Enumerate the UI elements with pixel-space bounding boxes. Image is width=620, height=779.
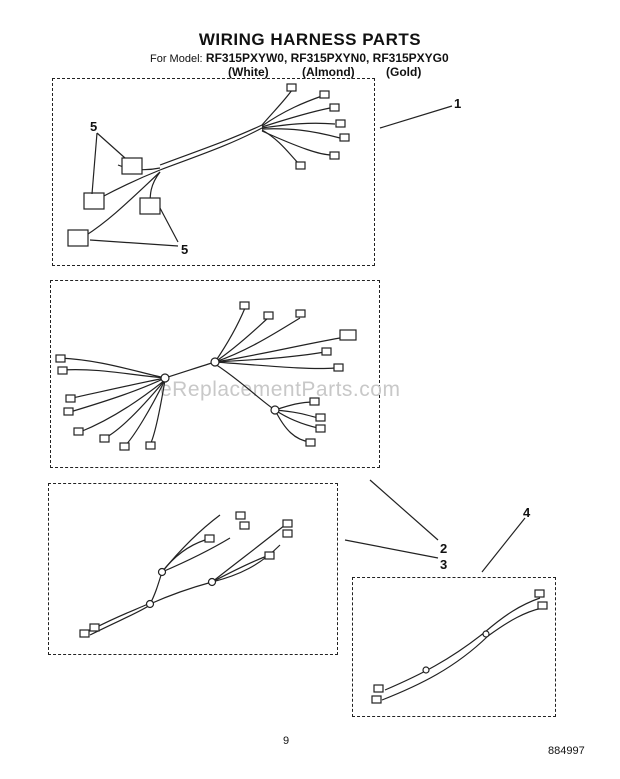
harness-2-terminal — [305, 438, 316, 447]
leader-lines — [89, 105, 526, 573]
color-almond: (Almond) — [302, 65, 355, 79]
watermark: eReplacementParts.com — [160, 378, 401, 401]
harness-2-plug — [339, 329, 357, 341]
harness-2-terminal — [333, 363, 344, 372]
harness-3-terminal — [235, 511, 246, 520]
harness-2-terminal — [57, 366, 68, 375]
color-white: (White) — [228, 65, 269, 79]
harness-2-terminal — [321, 347, 332, 356]
leader-line-5a-upper — [96, 132, 126, 159]
callout-5-lower: 5 — [181, 242, 189, 257]
callout-2: 2 — [440, 541, 448, 556]
harness-2-terminal — [145, 441, 156, 450]
harness-2-terminal — [263, 311, 274, 320]
callout-3: 3 — [440, 557, 448, 572]
harness-4-junction — [482, 630, 490, 638]
harness-2-terminal — [315, 413, 326, 422]
harness-3-junction — [207, 577, 217, 587]
document-number: 884997 — [548, 745, 585, 757]
harness-1-connector-block — [67, 229, 89, 247]
harness-4-terminal — [537, 601, 548, 610]
harness-3-terminal — [204, 534, 215, 543]
harness-2-junction — [270, 405, 280, 415]
harness-3-drawing — [79, 511, 293, 638]
harness-4-terminal — [371, 695, 382, 704]
callout-1: 1 — [454, 96, 462, 111]
harness-4-frame — [352, 577, 556, 717]
harness-3-terminal — [282, 519, 293, 528]
harness-2-terminal — [239, 301, 250, 310]
harness-3-junction — [157, 567, 167, 577]
harness-3-terminal — [79, 629, 90, 638]
harness-3-terminal — [282, 529, 293, 538]
leader-line-2 — [369, 479, 439, 541]
harness-1-terminal — [295, 161, 306, 170]
harness-1-terminal — [329, 103, 340, 112]
harness-2-junction — [160, 373, 170, 383]
harness-1-connector-block — [139, 197, 161, 215]
harness-2-terminal — [73, 427, 84, 436]
harness-1-drawing — [67, 83, 350, 247]
leader-line-5b-lower — [89, 239, 179, 247]
harness-2-drawing — [55, 301, 357, 451]
harness-2-junction — [210, 357, 220, 367]
harness-2-terminal — [65, 394, 76, 403]
harness-3-junction — [145, 599, 155, 609]
harness-4-drawing — [371, 589, 548, 704]
harness-2-terminal — [295, 309, 306, 318]
harness-3-terminal — [264, 551, 275, 560]
harness-1-frame — [52, 78, 375, 266]
leader-line-1 — [379, 105, 453, 129]
leader-line-5b-upper — [159, 207, 179, 243]
harness-1-terminal — [329, 151, 340, 160]
model-label: For Model: — [150, 53, 203, 65]
callout-5-upper: 5 — [90, 119, 98, 134]
harness-1-terminal — [335, 119, 346, 128]
callout-4: 4 — [523, 505, 531, 520]
harness-3-terminal — [239, 521, 250, 530]
harness-1-terminal — [319, 90, 330, 99]
color-gold: (Gold) — [386, 65, 422, 79]
harness-1-terminal — [339, 133, 350, 142]
harness-3-terminal — [89, 623, 100, 632]
page-number: 9 — [283, 735, 290, 747]
page-title: WIRING HARNESS PARTS — [198, 30, 422, 49]
harness-2-frame — [50, 280, 380, 468]
leader-line-3 — [344, 539, 439, 559]
model-line: For Model: RF315PXYW0, RF315PXYN0, RF315… — [150, 51, 449, 65]
model-numbers: RF315PXYW0, RF315PXYN0, RF315PXYG0 — [205, 51, 449, 65]
harness-2-terminal — [315, 424, 326, 433]
harness-3-frame — [48, 483, 338, 655]
harness-4-terminal — [373, 684, 384, 693]
harness-2-terminal — [55, 354, 66, 363]
leader-line-4 — [481, 517, 526, 573]
harness-2-terminal — [99, 434, 110, 443]
harness-2-terminal — [309, 397, 320, 406]
harness-1-connector-block — [121, 157, 143, 175]
harness-1-terminal — [286, 83, 297, 92]
harness-2-terminal — [119, 442, 130, 451]
harness-4-junction — [422, 666, 430, 674]
harness-4-terminal — [534, 589, 545, 598]
leader-line-5a-lower — [91, 132, 98, 195]
harness-2-terminal — [63, 407, 74, 416]
harness-1-connector-block — [83, 192, 105, 210]
